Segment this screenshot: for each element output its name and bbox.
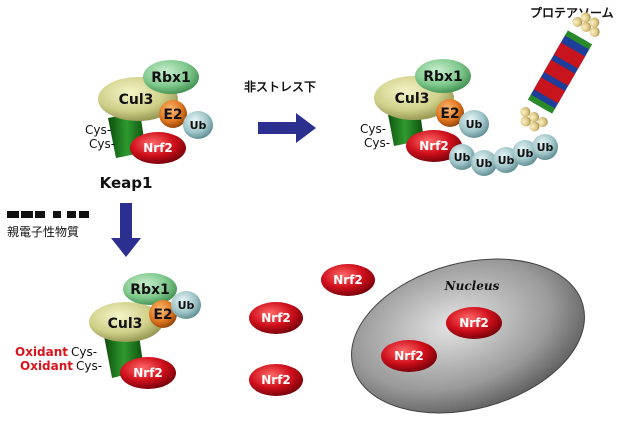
ub-shape-2 <box>459 110 489 138</box>
e2-shape-2 <box>436 99 464 127</box>
nucleus: Nucleus Nrf2 Nrf2 <box>351 258 585 414</box>
cul3-label-2: Cul3 <box>395 91 430 107</box>
ub-chain-5 <box>532 134 558 160</box>
nrf2-label: Nrf2 <box>143 141 173 155</box>
free-nrf2: Nrf2 Nrf2 Nrf2 <box>249 264 375 396</box>
ub-chain-label-4: Ub <box>517 147 534 160</box>
ub-chain-4 <box>512 140 538 166</box>
nrf2-free-3 <box>249 364 303 396</box>
nucleus-label: Nucleus <box>444 279 500 293</box>
nrf2-nuclear-1 <box>446 307 502 339</box>
proteasome-label: プロテアソーム <box>530 5 614 20</box>
arrow-right-icon <box>258 113 316 143</box>
rbx1-label-2: Rbx1 <box>423 69 463 85</box>
complex-ubiquitinated: Rbx1 Cul3 E2 Ub Nrf2 Ub Ub Ub Ub Ub Cys-… <box>360 59 558 176</box>
cys-label-3: Cys- <box>360 122 386 136</box>
rbx1-shape-3 <box>123 273 177 305</box>
nrf2-free-2 <box>249 302 303 334</box>
nrf2-nuclear-label-1: Nrf2 <box>459 316 489 330</box>
ub-label-3: Ub <box>178 299 195 312</box>
arrow-down-icon <box>111 203 141 257</box>
keap1-label: Keap1 <box>100 174 153 192</box>
e2-shape <box>159 100 187 128</box>
nrf2-label-2: Nrf2 <box>419 139 449 153</box>
ub-chain-label-1: Ub <box>454 151 471 164</box>
ub-chain-label-5: Ub <box>537 141 554 154</box>
cys-label-1: Cys- <box>85 123 111 137</box>
rbx1-label-3: Rbx1 <box>130 282 170 298</box>
ub-shape-3 <box>171 291 201 319</box>
ub-chain-label-2: Ub <box>476 157 493 170</box>
rbx1-shape-2 <box>415 59 471 93</box>
cys-label-5: Cys- <box>71 345 97 359</box>
nrf2-free-label-2: Nrf2 <box>261 311 291 325</box>
nrf2-shape <box>130 132 186 164</box>
nrf2-label-3: Nrf2 <box>133 366 163 380</box>
electrophile-marks-icon <box>7 211 89 218</box>
cul3-label-3: Cul3 <box>108 316 143 332</box>
ub-chain-label-3: Ub <box>498 154 515 167</box>
oxidant-label-2: Oxidant <box>20 359 73 373</box>
cul3-shape-3 <box>89 302 163 342</box>
ub-label: Ub <box>190 119 207 132</box>
non-stress-label: 非ストレス下 <box>244 79 316 94</box>
rbx1-label: Rbx1 <box>151 70 191 86</box>
proteasome-icon <box>520 12 600 132</box>
complex-oxidized: Rbx1 Cul3 E2 Ub Nrf2 Oxidant Cys- Oxidan… <box>15 273 201 389</box>
nrf2-free-1 <box>321 264 375 296</box>
nrf2-free-label-3: Nrf2 <box>261 373 291 387</box>
nrf2-shape-3 <box>120 357 176 389</box>
e2-label: E2 <box>163 107 182 123</box>
rbx1-shape <box>143 60 199 94</box>
e2-shape-3 <box>149 300 177 328</box>
complex-basal: Rbx1 Cul3 E2 Ub Nrf2 Cys- Cys- Keap1 <box>85 60 213 192</box>
nrf2-nuclear-2 <box>381 340 437 372</box>
nrf2-shape-2 <box>406 130 462 162</box>
e2-label-3: E2 <box>153 307 172 323</box>
electrophile-label: 親電子性物質 <box>7 224 79 239</box>
e2-label-2: E2 <box>440 106 459 122</box>
nrf2-nuclear-label-2: Nrf2 <box>394 349 424 363</box>
ub-chain-1 <box>449 144 475 170</box>
ub-label-2: Ub <box>466 118 483 131</box>
ub-shape <box>183 111 213 139</box>
cys-label-6: Cys- <box>76 359 102 373</box>
cul3-label: Cul3 <box>119 92 154 108</box>
cys-label-4: Cys- <box>364 136 390 150</box>
oxidant-label-1: Oxidant <box>15 345 68 359</box>
ub-chain-2 <box>471 150 497 176</box>
cys-label-2: Cys- <box>89 137 115 151</box>
nrf2-free-label-1: Nrf2 <box>333 273 363 287</box>
